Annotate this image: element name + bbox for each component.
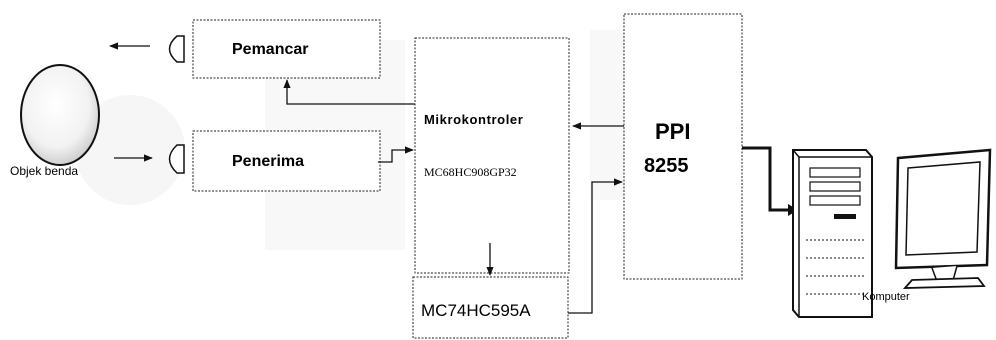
monitor-icon (896, 150, 990, 288)
pemancar-label: Pemancar (232, 41, 309, 58)
penerima-label: Penerima (232, 153, 304, 170)
object-sphere-icon (21, 65, 99, 165)
shiftreg-to-ppi-line (568, 182, 622, 313)
computer-tower-icon (793, 150, 872, 317)
object-label: Objek benda (10, 164, 78, 178)
ppi-to-computer-line (742, 148, 790, 210)
ppi-block (624, 14, 742, 279)
ppi-label: PPI (655, 119, 690, 144)
mikrokontroler-label: Mikrokontroler (424, 112, 523, 127)
ppi-part: 8255 (644, 155, 689, 177)
shift-register-label: MC74HC595A (421, 301, 531, 320)
computer-label: Komputer (862, 291, 910, 303)
mikrokontroler-block (415, 38, 569, 273)
ultrasonic-transducer-icon (170, 36, 185, 62)
mikrokontroler-part: MC68HC908GP32 (424, 165, 517, 179)
